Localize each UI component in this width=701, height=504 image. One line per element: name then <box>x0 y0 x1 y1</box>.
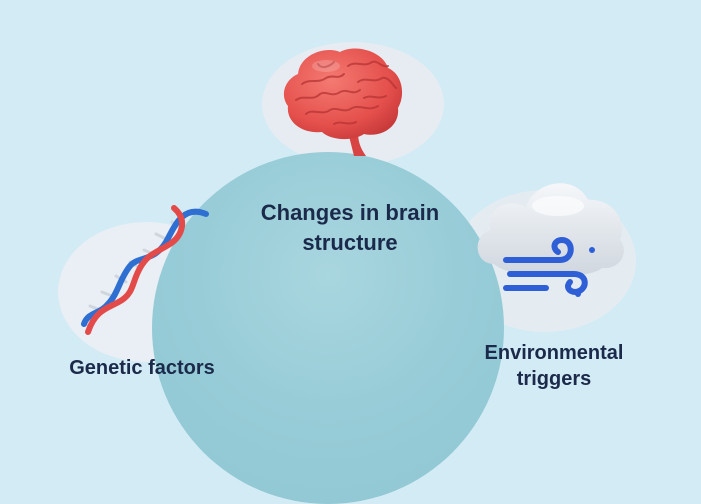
brain-label: Changes in brain structure <box>260 200 440 255</box>
dna-icon <box>81 205 209 335</box>
environmental-label: Environmental triggers <box>484 342 624 390</box>
diagram: Changes in brain structure Genetic facto… <box>58 42 636 504</box>
wind-cloud-icon <box>477 183 624 297</box>
brain-icon <box>283 48 403 156</box>
genetic-label: Genetic factors <box>69 357 215 379</box>
